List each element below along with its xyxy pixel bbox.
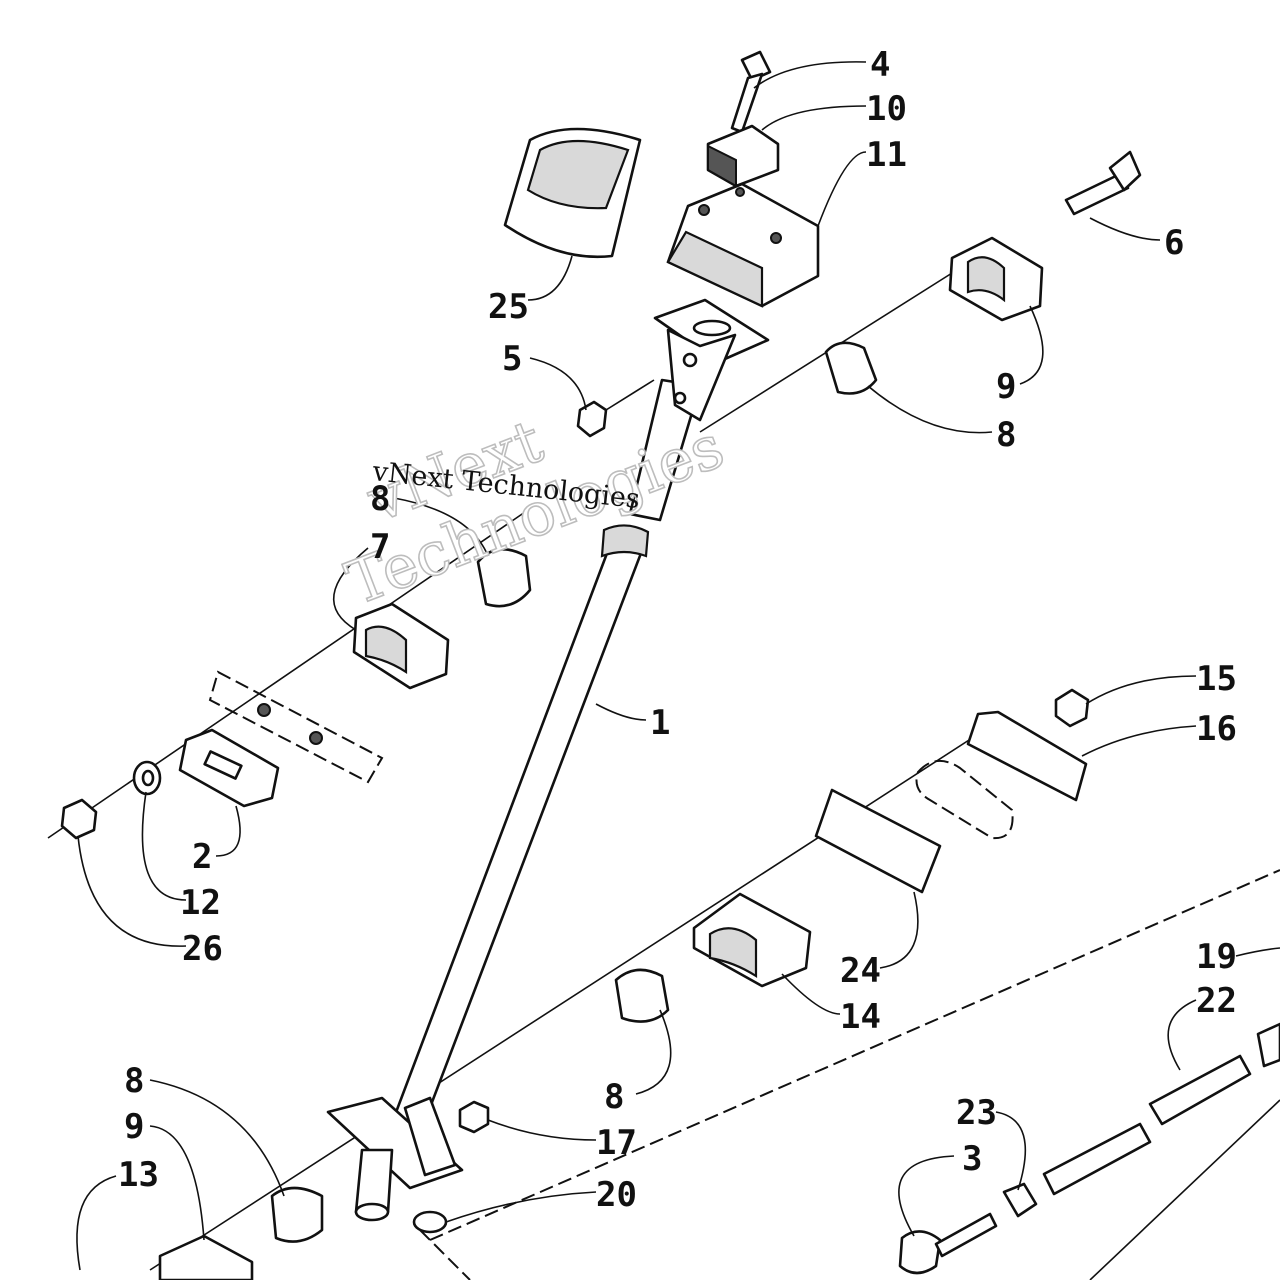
bushing-middle: [614, 968, 670, 1023]
callout-22: 22: [1196, 981, 1237, 1021]
callout-6: 6: [1164, 223, 1184, 263]
callout-23: 23: [956, 1093, 997, 1133]
small-clamp-cap: [706, 124, 780, 188]
callout-9-lower: 9: [124, 1107, 144, 1147]
callout-8-lower: 8: [124, 1061, 144, 1101]
nut-5: [576, 400, 608, 438]
callout-3: 3: [962, 1139, 982, 1179]
nut-17: [458, 1100, 490, 1134]
callout-14: 14: [840, 997, 881, 1037]
spacer-plate-24: [814, 788, 942, 894]
adjuster-plate: [178, 728, 280, 808]
callout-9-upper: 9: [996, 367, 1016, 407]
steering-post: [326, 298, 770, 1222]
callout-8-middle: 8: [604, 1077, 624, 1117]
callout-5: 5: [502, 339, 522, 379]
callout-10: 10: [866, 89, 907, 129]
callout-4: 4: [870, 45, 890, 85]
upper-right-clamp-half: [948, 236, 1044, 322]
callout-13: 13: [118, 1155, 159, 1195]
callout-17: 17: [596, 1123, 637, 1163]
assembly-lines: [47, 267, 1280, 1280]
callout-11: 11: [866, 135, 907, 175]
top-bolt: [730, 50, 772, 134]
callout-19: 19: [1196, 937, 1237, 977]
callout-26: 26: [182, 929, 223, 969]
bushing-upper: [824, 341, 878, 395]
left-clamp-block: [352, 602, 450, 690]
handlebar-cover-boot: [503, 127, 642, 259]
callout-16: 16: [1196, 709, 1237, 749]
lower-left-clamp-13: [158, 1234, 254, 1280]
bushing-left: [476, 548, 532, 608]
washer-20: [412, 1210, 448, 1234]
upper-clamp-block: [666, 182, 820, 308]
callout-24: 24: [840, 951, 881, 991]
tie-rod-assembly: [898, 1022, 1280, 1275]
callout-2: 2: [192, 837, 212, 877]
bushing-lower: [270, 1186, 324, 1243]
lower-clamp-block-14: [692, 892, 812, 988]
washer-12: [132, 760, 162, 796]
mounting-bar: [208, 670, 384, 784]
callout-numbers: 4 10 11 6 9 8 25 5 8 7 1 2 12 26 15 16 2…: [118, 45, 1237, 1215]
nut-15: [1054, 688, 1090, 728]
callout-12: 12: [180, 883, 221, 923]
callout-20: 20: [596, 1175, 637, 1215]
retainer-plate-16: [966, 710, 1088, 802]
link-plate: [915, 760, 1014, 840]
callout-1: 1: [650, 703, 670, 743]
callout-25: 25: [488, 287, 529, 327]
nut-26: [60, 798, 98, 840]
callout-8-upper: 8: [996, 415, 1016, 455]
callout-7: 7: [370, 527, 390, 567]
leader-lines: [76, 61, 1280, 1271]
callout-15: 15: [1196, 659, 1237, 699]
side-bolt: [1064, 150, 1142, 216]
callout-8-left: 8: [370, 479, 390, 519]
